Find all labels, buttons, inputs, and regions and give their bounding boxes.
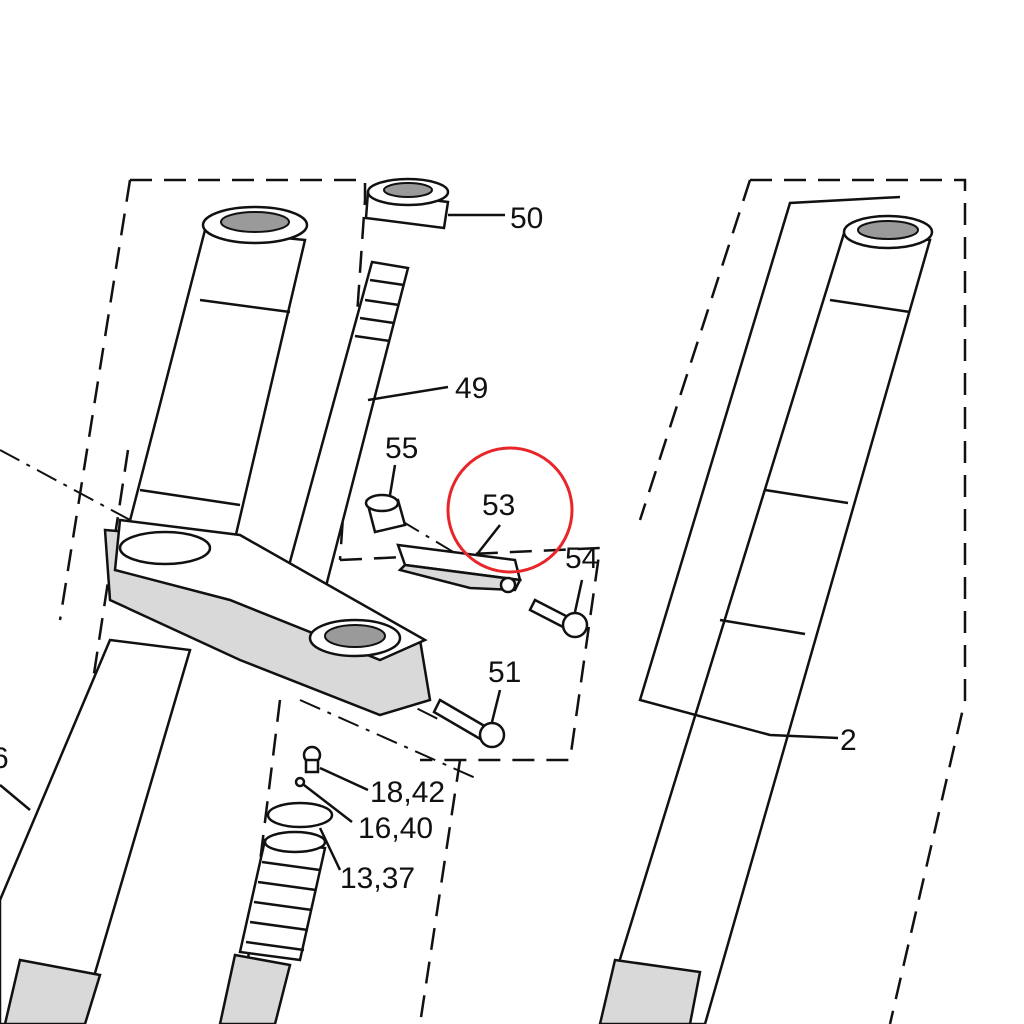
left-fork-tube — [0, 205, 309, 1024]
bolt-part-51 — [432, 698, 506, 749]
bearing-seal — [364, 177, 450, 230]
label-2: 2 — [840, 724, 857, 757]
small-oring — [294, 776, 306, 788]
right-fork-tube — [598, 214, 934, 1024]
guide-bracket — [396, 543, 522, 594]
dashed-boundary-right — [638, 178, 967, 1024]
stem-threads — [354, 278, 405, 343]
label-6: 6 — [0, 742, 9, 775]
leader-lines — [0, 195, 901, 871]
label-55: 55 — [385, 432, 418, 465]
damper-threads — [245, 860, 321, 952]
label-50: 50 — [510, 202, 543, 235]
label-18-42: 18,42 — [370, 776, 445, 809]
damper-rod — [218, 830, 327, 1024]
collar-part — [364, 493, 407, 534]
label-16-40: 16,40 — [358, 812, 433, 845]
label-13-37: 13,37 — [340, 862, 415, 895]
oring-large — [266, 801, 334, 829]
lower-bracket — [103, 518, 432, 717]
highlight-circle — [446, 446, 574, 574]
small-screw — [302, 745, 322, 774]
dashed-boundary-left — [58, 178, 367, 701]
label-53: 53 — [482, 489, 515, 522]
bolt-part-54 — [528, 598, 589, 639]
label-49: 49 — [455, 372, 488, 405]
label-51: 51 — [488, 656, 521, 689]
label-54: 54 — [565, 542, 598, 575]
steering-stem — [283, 260, 410, 592]
